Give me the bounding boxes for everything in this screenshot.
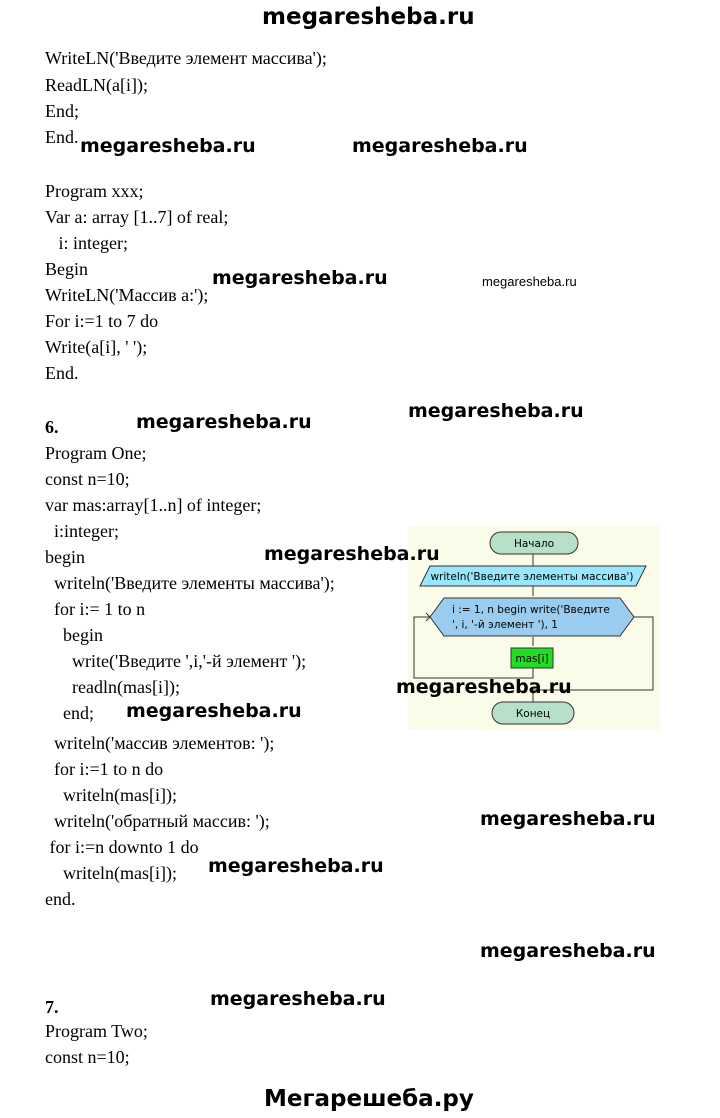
flow-loop-shape [429, 597, 635, 637]
code-line: for i:=n downto 1 do [45, 837, 199, 857]
code-line: const n=10; [45, 1047, 130, 1067]
code-line: writeln(mas[i]); [45, 785, 177, 805]
watermark: megaresheba.ru [396, 676, 572, 698]
watermark: megaresheba.ru [480, 940, 656, 962]
code-line: for i:= 1 to n [45, 599, 146, 619]
footer-watermark: Мегарешеба.ру [264, 1086, 474, 1112]
code-line: Var a: array [1..7] of real; [45, 207, 229, 227]
code-line: readln(mas[i]); [45, 677, 180, 697]
flowchart: Начало writeln('Введите элементы массива… [408, 526, 660, 730]
flow-loop-line1: i := 1, n begin write('Введите [452, 604, 610, 616]
watermark: megaresheba.ru [408, 400, 584, 422]
task-number: 7. [45, 997, 59, 1017]
code-line: i:integer; [45, 521, 119, 541]
flow-end-shape [491, 701, 575, 725]
watermark: megaresheba.ru [212, 267, 388, 289]
flow-output-shape [419, 565, 647, 587]
code-line: ReadLN(a[i]); [45, 75, 148, 95]
code-line: Program xxx; [45, 181, 144, 201]
code-line: Begin [45, 259, 88, 279]
code-line: writeln('обратный массив: '); [45, 811, 270, 831]
flow-loop-line2: ', i, '-й элемент '), 1 [452, 619, 558, 631]
code-line: End. [45, 127, 79, 147]
watermark: megaresheba.ru [80, 135, 256, 157]
flow-input-shape [510, 647, 554, 669]
watermark: megaresheba.ru [264, 543, 440, 565]
watermark: megaresheba.ru [210, 988, 386, 1010]
code-line: WriteLN('Введите элемент массива'); [45, 48, 327, 68]
watermark: megaresheba.ru [482, 274, 577, 289]
flow-start-shape [489, 531, 579, 555]
watermark: megaresheba.ru [136, 411, 312, 433]
flow-output-label: writeln('Введите элементы массива') [430, 571, 633, 583]
code-line: writeln('Введите элементы массива'); [45, 573, 335, 593]
code-line: write('Введите ',i,'-й элемент '); [45, 651, 307, 671]
code-line: const n=10; [45, 469, 130, 489]
code-line: Program Two; [45, 1021, 148, 1041]
code-line: End; [45, 101, 79, 121]
code-line: For i:=1 to 7 do [45, 311, 159, 331]
code-line: WriteLN('Массив a:'); [45, 285, 209, 305]
code-line: var mas:array[1..n] of integer; [45, 495, 262, 515]
code-line: End. [45, 363, 79, 383]
code-line: end; [45, 703, 94, 723]
watermark: megaresheba.ru [126, 700, 302, 722]
code-line: begin [45, 625, 103, 645]
code-line: end. [45, 889, 76, 909]
flow-input-label: mas[i] [515, 653, 548, 665]
header-watermark: megaresheba.ru [262, 4, 475, 30]
code-line: begin [45, 547, 85, 567]
code-line: Write(a[i], ' '); [45, 337, 148, 357]
code-line: for i:=1 to n do [45, 759, 164, 779]
watermark: megaresheba.ru [352, 135, 528, 157]
code-line: writeln('массив элементов: '); [45, 733, 275, 753]
code-line: Program One; [45, 443, 147, 463]
code-line: writeln(mas[i]); [45, 863, 177, 883]
watermark: megaresheba.ru [208, 855, 384, 877]
code-line: i: integer; [45, 233, 128, 253]
flow-end-label: Конец [516, 708, 550, 720]
watermark: megaresheba.ru [480, 808, 656, 830]
flow-start-label: Начало [514, 538, 554, 550]
task-number: 6. [45, 417, 59, 437]
